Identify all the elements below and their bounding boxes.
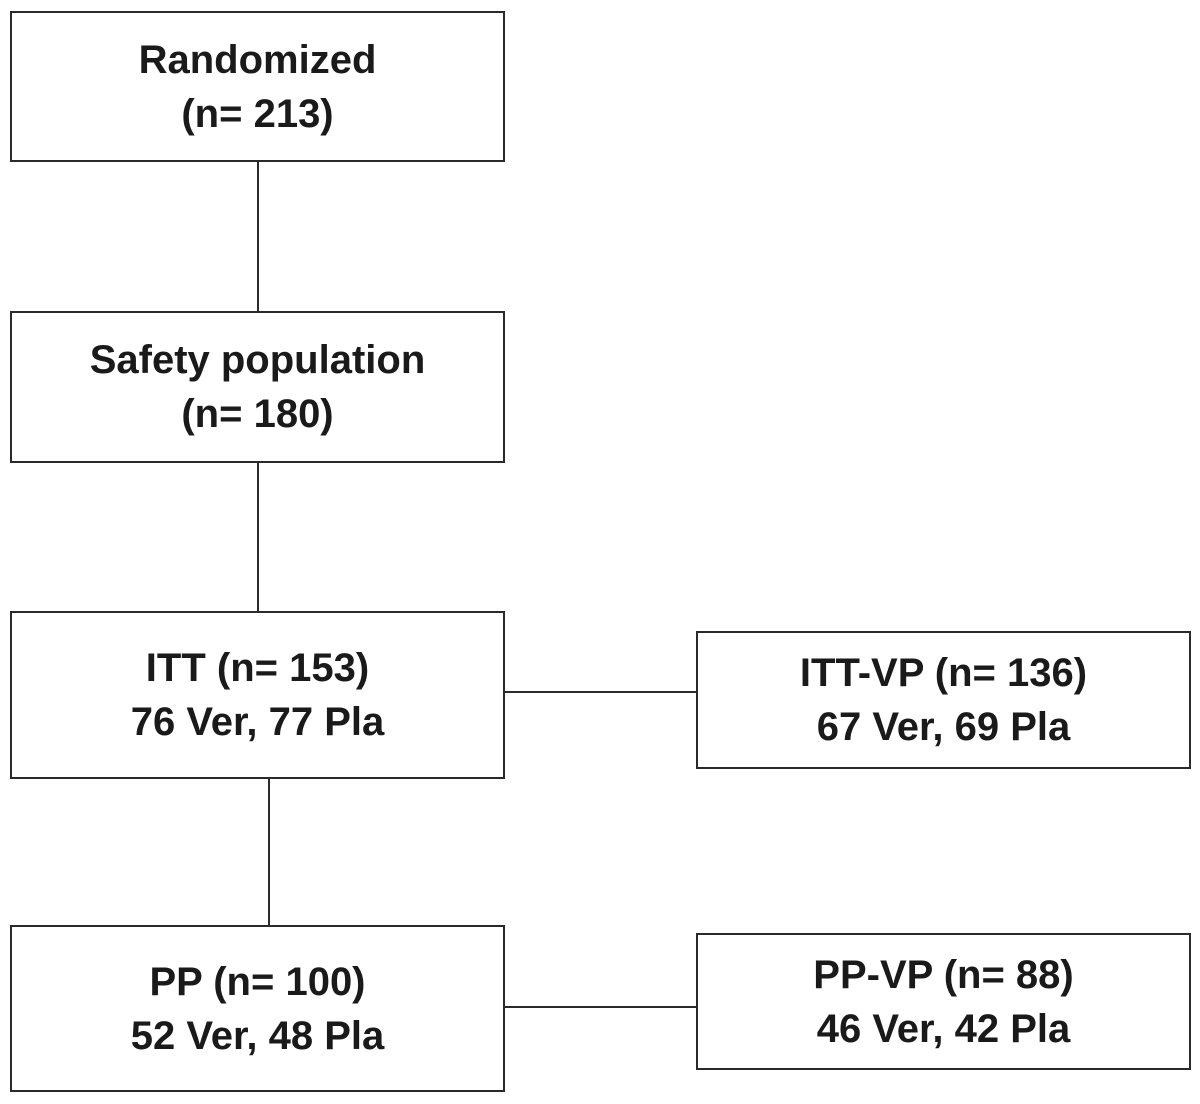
- node-itt-vp-title: ITT-VP (n= 136): [799, 651, 1088, 695]
- node-safety-count: (n= 180): [181, 392, 334, 436]
- node-pp: PP (n= 100) 52 Ver, 48 Pla: [10, 925, 505, 1092]
- node-safety-title: Safety population: [89, 338, 426, 382]
- node-pp-vp: PP-VP (n= 88) 46 Ver, 42 Pla: [696, 933, 1191, 1070]
- node-pp-vp-split: 46 Ver, 42 Pla: [816, 1006, 1071, 1051]
- node-safety-population: Safety population (n= 180): [10, 311, 505, 463]
- node-pp-split: 52 Ver, 48 Pla: [130, 1013, 385, 1058]
- node-pp-title: PP (n= 100): [149, 959, 366, 1004]
- connector-itt-pp: [268, 779, 270, 925]
- node-pp-vp-title: PP-VP (n= 88): [813, 952, 1074, 997]
- node-itt-title: ITT (n= 153): [145, 646, 370, 690]
- connector-safety-itt: [257, 463, 259, 611]
- node-itt: ITT (n= 153) 76 Ver, 77 Pla: [10, 611, 505, 779]
- node-itt-vp-split: 67 Ver, 69 Pla: [816, 705, 1071, 749]
- node-randomized-title: Randomized: [138, 37, 377, 82]
- connector-randomized-safety: [257, 162, 259, 311]
- node-itt-vp: ITT-VP (n= 136) 67 Ver, 69 Pla: [696, 631, 1191, 769]
- node-randomized: Randomized (n= 213): [10, 11, 505, 162]
- connector-pp-pp-vp: [505, 1006, 696, 1008]
- node-itt-split: 76 Ver, 77 Pla: [130, 700, 385, 744]
- node-randomized-count: (n= 213): [181, 91, 334, 136]
- connector-itt-itt-vp: [505, 691, 696, 693]
